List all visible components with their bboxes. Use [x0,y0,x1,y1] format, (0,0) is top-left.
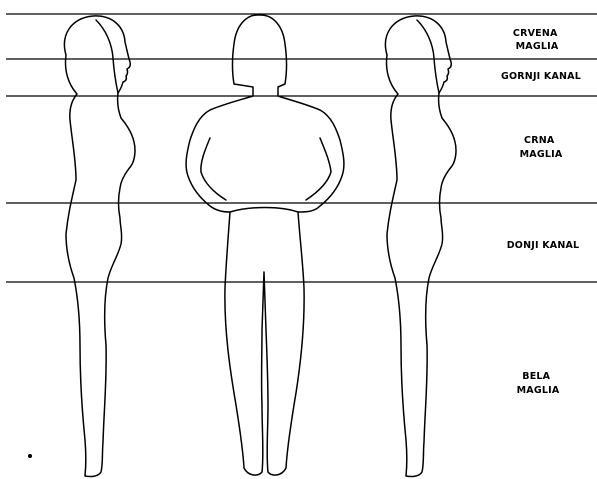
front-view-figure [186,15,344,475]
zone-label-crna-maglia: CRNA MAGLIA [520,135,563,160]
zone-labels: CRVENA MAGLIA GORNJI KANAL CRNA MAGLIA D… [501,28,581,396]
zone-label-line: CRNA [524,135,555,146]
stray-dot [28,454,32,458]
front-view-left-arm-inner [201,138,226,200]
zone-label-line: BELA [522,371,550,382]
side-view-left-hairline [96,20,118,93]
side-view-right-hairline [417,20,439,93]
front-view-right-arm-inner [306,138,331,200]
front-view-waistband [230,208,298,213]
zone-label-line: CRVENA [513,28,558,39]
side-view-right-outline [385,16,456,477]
zone-label-line: MAGLIA [516,41,559,52]
side-view-right-figure [385,16,456,477]
zone-label-gornji-kanal: GORNJI KANAL [501,71,581,82]
zone-label-donji-kanal: DONJI KANAL [507,240,580,251]
zone-label-line: MAGLIA [517,385,560,396]
zone-label-bela-maglia: BELA MAGLIA [517,371,560,396]
side-view-left-outline [64,16,135,477]
side-view-left-figure [64,16,135,477]
zone-label-line: GORNJI KANAL [501,71,581,82]
front-view-outline [186,15,344,475]
zone-label-line: MAGLIA [520,149,563,160]
zone-label-line: DONJI KANAL [507,240,580,251]
zone-label-crvena-maglia: CRVENA MAGLIA [513,28,561,52]
